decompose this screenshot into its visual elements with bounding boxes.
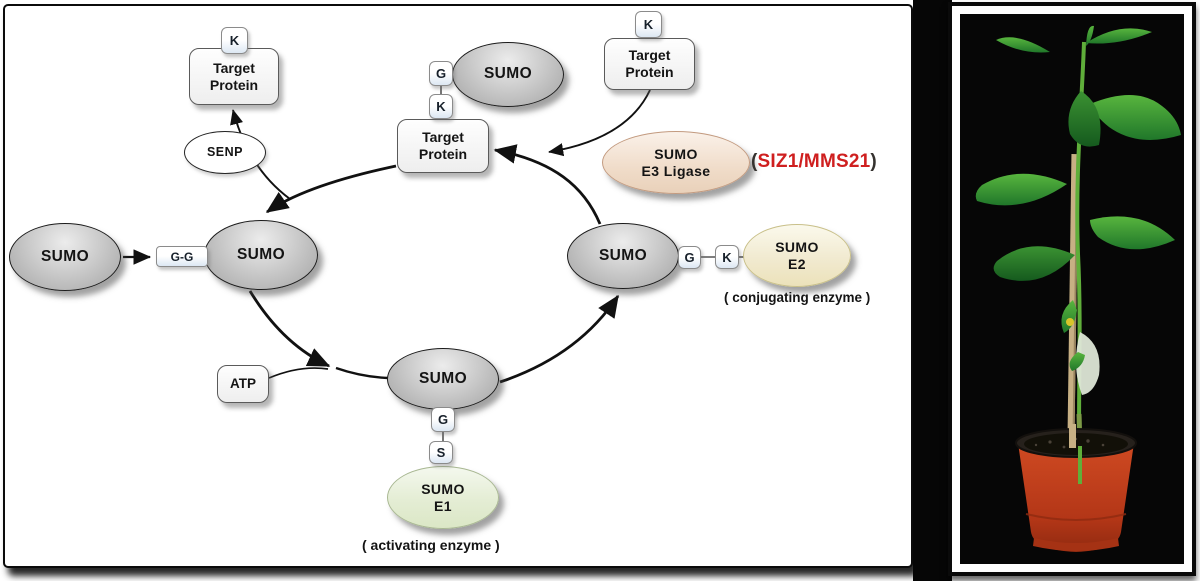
leaf-top-left bbox=[996, 37, 1050, 53]
e2-line2: E2 bbox=[788, 255, 806, 272]
chip-label: G bbox=[437, 412, 449, 427]
chip-label: K bbox=[229, 33, 240, 48]
leaf-mid-center bbox=[1068, 91, 1101, 147]
annotation-close-paren: ) bbox=[870, 151, 877, 172]
senp-ellipse: SENP bbox=[184, 131, 266, 174]
lysine-chip-center: K bbox=[429, 94, 453, 119]
glycine-chip-bottom: G bbox=[431, 407, 455, 432]
sumo-ellipse-conjugated: SUMO bbox=[452, 42, 564, 107]
leaf-right-lower bbox=[1090, 216, 1175, 250]
annotation-text: SIZ1/MMS21 bbox=[757, 151, 871, 172]
e2-line1: SUMO bbox=[775, 238, 819, 255]
e3-line2: E3 Ligase bbox=[641, 162, 711, 179]
pot-ridge bbox=[1025, 513, 1127, 521]
plant-illustration bbox=[960, 14, 1184, 564]
senp-label: SENP bbox=[206, 145, 244, 159]
annotation-open-paren: ( bbox=[751, 151, 758, 172]
e3-line1: SUMO bbox=[654, 145, 698, 162]
target-protein-box-topright: Target Protein bbox=[604, 38, 695, 90]
sumo-label: SUMO bbox=[598, 246, 648, 264]
chip-label: K bbox=[722, 249, 732, 265]
e1-line2: E1 bbox=[434, 497, 452, 514]
sumo-label: SUMO bbox=[40, 247, 90, 265]
sumo-ellipse-cycle-left: SUMO bbox=[204, 220, 318, 290]
atp-box: ATP bbox=[217, 365, 269, 403]
sumo-e1-ellipse: SUMO E1 bbox=[387, 466, 499, 529]
stake-tie bbox=[1066, 318, 1074, 326]
target-protein-box-center: Target Protein bbox=[397, 119, 489, 173]
target-protein-line1: Target bbox=[628, 47, 671, 64]
leaf-top-right bbox=[1086, 28, 1152, 44]
chip-label: G bbox=[435, 66, 447, 81]
e3-annotation: (SIZ1/MMS21) bbox=[751, 151, 877, 173]
target-protein-line2: Protein bbox=[209, 76, 259, 93]
soil-speckles bbox=[1034, 437, 1105, 449]
e1-line1: SUMO bbox=[421, 480, 465, 497]
pot-base-lip bbox=[1033, 538, 1119, 551]
leaf-small-lower bbox=[1069, 352, 1085, 371]
panel-divider bbox=[913, 0, 952, 581]
plant-photo bbox=[960, 14, 1184, 564]
target-protein-box-topleft: Target Protein bbox=[189, 48, 279, 105]
sumo-ellipse-cycle-bottom: SUMO bbox=[387, 348, 499, 410]
leaf-pale-senescent bbox=[1075, 332, 1100, 395]
chip-label: G-G bbox=[170, 249, 194, 264]
lysine-chip-topright: K bbox=[635, 11, 662, 38]
e2-caption-text: ( conjugating enzyme ) bbox=[724, 290, 871, 305]
chip-label: K bbox=[436, 99, 446, 114]
sumo-e3-ligase-ellipse: SUMO E3 Ligase bbox=[602, 131, 750, 194]
lysine-chip-right: K bbox=[715, 245, 739, 269]
sumo-e2-ellipse: SUMO E2 bbox=[743, 224, 851, 287]
sumo-ellipse-cycle-right: SUMO bbox=[567, 223, 679, 289]
target-protein-line1: Target bbox=[213, 59, 255, 76]
leaf-left-large bbox=[975, 173, 1067, 206]
stake-in-soil bbox=[1069, 424, 1076, 448]
atp-label: ATP bbox=[230, 375, 256, 391]
leaf-top-center bbox=[1086, 25, 1094, 46]
target-protein-line2: Protein bbox=[418, 146, 468, 162]
chip-label: G bbox=[684, 250, 695, 265]
leaf-left-lower bbox=[993, 246, 1075, 281]
chip-label: K bbox=[643, 17, 654, 32]
pot-body bbox=[1018, 443, 1134, 552]
leaf-mid-right bbox=[1090, 94, 1181, 140]
sumo-label: SUMO bbox=[418, 369, 468, 387]
glycine-chip-right: G bbox=[678, 246, 701, 269]
e1-caption-text: ( activating enzyme ) bbox=[362, 537, 500, 553]
target-protein-line1: Target bbox=[422, 129, 464, 146]
target-protein-line2: Protein bbox=[625, 64, 674, 80]
photo-panel bbox=[948, 2, 1196, 576]
sumo-label: SUMO bbox=[236, 245, 286, 263]
chip-label: S bbox=[436, 445, 446, 460]
leaf-small-stem bbox=[1061, 300, 1077, 333]
sumo-ellipse-free: SUMO bbox=[9, 223, 121, 291]
gg-motif-chip: G-G bbox=[156, 246, 208, 267]
e1-caption: ( activating enzyme ) bbox=[362, 537, 500, 553]
e2-caption: ( conjugating enzyme ) bbox=[724, 290, 870, 305]
serine-chip-bottom: S bbox=[429, 441, 453, 464]
glycine-chip-center: G bbox=[429, 61, 453, 86]
lysine-chip-topleft: K bbox=[221, 27, 248, 54]
sumo-label: SUMO bbox=[483, 65, 533, 83]
